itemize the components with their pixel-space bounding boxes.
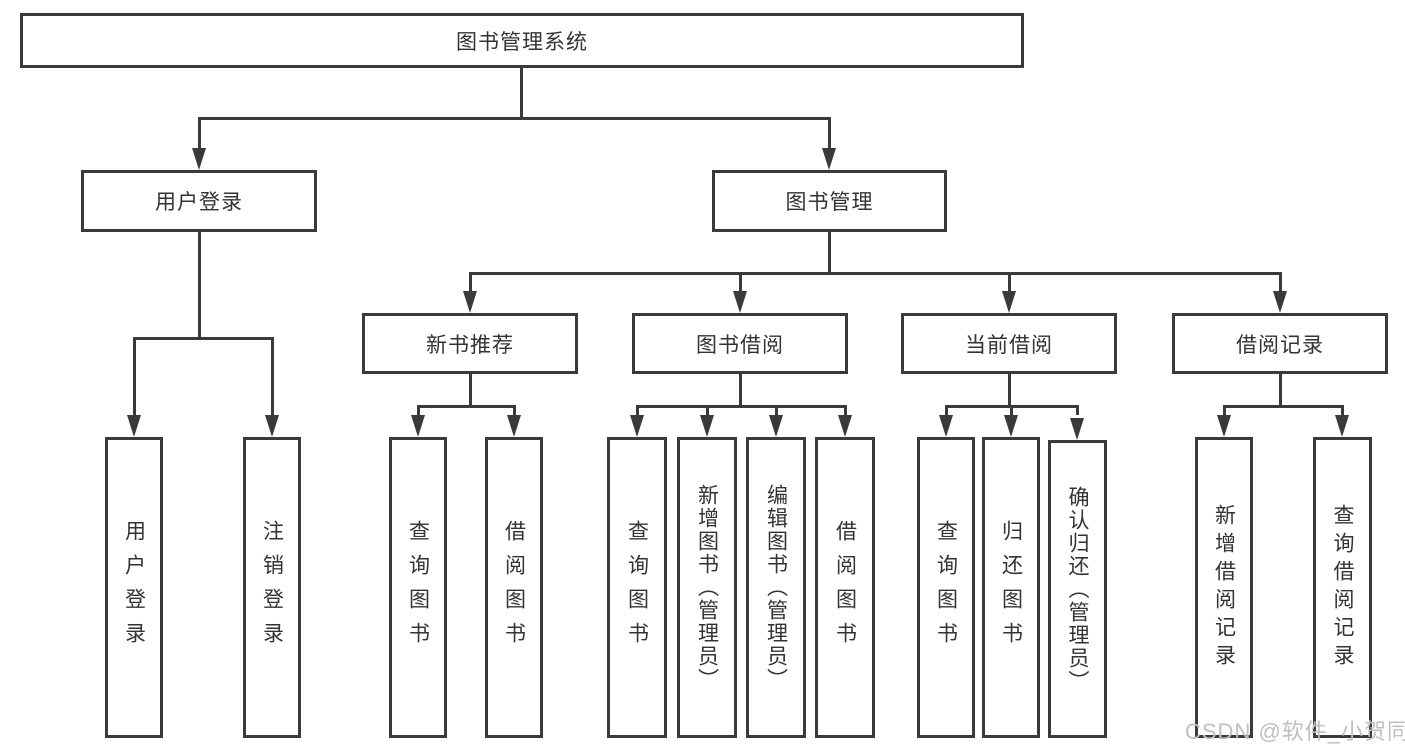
- node-label: 当前借阅: [965, 333, 1053, 357]
- connector-line: [706, 405, 709, 415]
- connector-line: [198, 117, 201, 148]
- connector-line: [417, 405, 420, 415]
- connector-line: [198, 117, 831, 120]
- arrowhead-icon: [1273, 291, 1287, 313]
- connector-line: [417, 405, 515, 408]
- leaf-query-books-current: 查询图书: [917, 437, 975, 738]
- node-label: 查询图书: [625, 519, 649, 656]
- connector-line: [520, 68, 523, 117]
- node-new-book-recommendation: 新书推荐: [362, 313, 578, 374]
- node-label: 用户登录: [122, 519, 146, 656]
- node-label: 注销登录: [260, 519, 284, 656]
- node-book-management: 图书管理: [712, 170, 947, 232]
- connector-line: [469, 272, 1282, 275]
- arrowhead-icon: [1217, 415, 1231, 437]
- node-book-borrowing: 图书借阅: [632, 313, 848, 374]
- leaf-edit-books-admin: 编辑图书（管理员）: [746, 437, 806, 738]
- arrowhead-icon: [1070, 418, 1084, 440]
- connector-line: [513, 405, 516, 415]
- connector-line: [739, 272, 742, 291]
- node-borrowing-records: 借阅记录: [1172, 313, 1388, 374]
- connector-line: [1279, 272, 1282, 291]
- connector-line: [1008, 374, 1011, 405]
- connector-line: [198, 232, 201, 337]
- node-label: 借阅图书: [502, 519, 526, 656]
- node-label: 查询图书: [406, 519, 430, 656]
- connector-line: [828, 117, 831, 148]
- arrowhead-icon: [838, 415, 852, 437]
- node-library-system: 图书管理系统: [20, 13, 1024, 68]
- node-label: 新书推荐: [426, 333, 514, 357]
- node-label: 编辑图书（管理员）: [764, 484, 788, 691]
- connector-line: [1223, 405, 1226, 415]
- leaf-borrow-books-borrow: 借阅图书: [815, 437, 875, 738]
- connector-line: [775, 405, 778, 415]
- arrowhead-icon: [507, 415, 521, 437]
- node-label: 图书管理系统: [456, 30, 588, 54]
- node-user-login: 用户登录: [81, 170, 317, 232]
- connector-line: [1008, 272, 1011, 291]
- leaf-query-borrow-record: 查询借阅记录: [1313, 437, 1372, 738]
- node-label: 新增图书（管理员）: [695, 484, 719, 691]
- connector-line: [636, 405, 639, 415]
- node-label: 查询图书: [934, 519, 958, 656]
- arrowhead-icon: [630, 415, 644, 437]
- connector-line: [739, 374, 742, 405]
- arrowhead-icon: [411, 415, 425, 437]
- connector-line: [1223, 405, 1343, 408]
- node-label: 图书借阅: [696, 333, 784, 357]
- arrowhead-icon: [1335, 415, 1349, 437]
- connector-line: [844, 405, 847, 415]
- arrowhead-icon: [1004, 415, 1018, 437]
- arrowhead-icon: [769, 415, 783, 437]
- connector-line: [469, 272, 472, 291]
- arrowhead-icon: [700, 415, 714, 437]
- connector-line: [133, 337, 136, 415]
- node-label: 查询借阅记录: [1331, 503, 1354, 672]
- node-label: 图书管理: [785, 191, 874, 214]
- connector-line: [828, 232, 831, 272]
- leaf-logout-login: 注销登录: [243, 437, 301, 738]
- leaf-add-borrow-record: 新增借阅记录: [1195, 437, 1253, 738]
- node-label: 新增借阅记录: [1212, 503, 1236, 672]
- node-label: 用户登录: [155, 191, 243, 214]
- arrowhead-icon: [463, 291, 477, 313]
- connector-line: [1341, 405, 1344, 415]
- node-label: 借阅记录: [1236, 333, 1324, 357]
- connector-line: [133, 337, 274, 340]
- arrowhead-icon: [1002, 291, 1016, 313]
- arrowhead-icon: [265, 415, 279, 437]
- csdn-watermark: CSDN @软件_小贺同学: [1185, 719, 1405, 744]
- connector-line: [945, 405, 948, 415]
- connector-line: [636, 405, 846, 408]
- connector-line: [271, 337, 274, 415]
- arrowhead-icon: [822, 148, 836, 170]
- arrowhead-icon: [733, 291, 747, 313]
- node-current-borrowing: 当前借阅: [901, 313, 1117, 374]
- leaf-add-books-admin: 新增图书（管理员）: [677, 437, 737, 738]
- node-label: 确认归还（管理员）: [1066, 485, 1089, 693]
- node-label: 归还图书: [999, 519, 1023, 656]
- leaf-user-login: 用户登录: [105, 437, 163, 738]
- arrowhead-icon: [127, 415, 141, 437]
- leaf-return-books: 归还图书: [982, 437, 1040, 738]
- leaf-borrow-books-recommend: 借阅图书: [485, 437, 543, 738]
- arrowhead-icon: [939, 415, 953, 437]
- arrowhead-icon: [192, 148, 206, 170]
- connector-line: [1010, 405, 1013, 415]
- connector-line: [469, 374, 472, 405]
- connector-line: [1279, 374, 1282, 405]
- leaf-query-books-recommend: 查询图书: [389, 437, 447, 738]
- connector-line: [1076, 405, 1079, 415]
- node-label: 借阅图书: [833, 519, 857, 656]
- leaf-confirm-return-admin: 确认归还（管理员）: [1048, 440, 1107, 738]
- leaf-query-books-borrow: 查询图书: [607, 437, 667, 738]
